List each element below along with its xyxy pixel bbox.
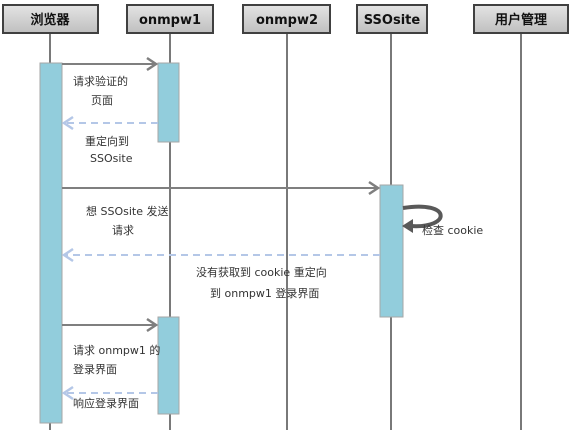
arrowhead-icon bbox=[61, 385, 74, 401]
message-request-ssosite: 想 SSOsite 发送 请求 bbox=[62, 180, 381, 237]
message-respond-login-page: 响应登录界面 bbox=[61, 385, 158, 410]
message-label: 请求 onmpw1 的 bbox=[73, 343, 160, 357]
message-label: 响应登录界面 bbox=[73, 396, 139, 410]
arrowhead-icon bbox=[402, 219, 413, 233]
participant-label: 用户管理 bbox=[494, 12, 547, 28]
activation-onmpw1-first bbox=[157, 62, 180, 143]
arrowhead-icon bbox=[146, 317, 159, 333]
message-redirect-login: 没有获取到 cookie 重定向 到 onmpw1 登录界面 bbox=[61, 247, 380, 300]
participant-box bbox=[356, 4, 428, 34]
participant-label: 浏览器 bbox=[30, 12, 70, 28]
participant-browser: 浏览器 bbox=[2, 4, 99, 34]
arrowhead-icon bbox=[368, 180, 381, 196]
participant-box bbox=[2, 4, 99, 34]
message-request-page: 请求验证的 页面 bbox=[62, 56, 159, 107]
participant-box bbox=[473, 4, 569, 34]
participant-box bbox=[126, 4, 214, 34]
participant-headers: 浏览器 onmpw1 onmpw2 SSOsite 用户管理 bbox=[2, 4, 569, 34]
participant-onmpw1: onmpw1 bbox=[126, 4, 214, 34]
arrowhead-icon bbox=[146, 56, 159, 72]
message-label: 没有获取到 cookie 重定向 bbox=[196, 265, 327, 279]
activation-ssosite bbox=[379, 184, 404, 318]
message-label: 登录界面 bbox=[73, 362, 117, 376]
arrowhead-icon bbox=[61, 247, 74, 263]
message-label: 到 onmpw1 登录界面 bbox=[210, 286, 319, 300]
message-label: 想 SSOsite 发送 bbox=[86, 204, 168, 218]
self-loop-arrow bbox=[402, 204, 443, 229]
message-request-login-page: 请求 onmpw1 的 登录界面 bbox=[62, 317, 160, 376]
message-label: 页面 bbox=[91, 94, 113, 107]
participant-ssosite: SSOsite bbox=[356, 4, 428, 34]
participant-label: onmpw2 bbox=[256, 13, 318, 28]
message-label: 检查 cookie bbox=[422, 223, 483, 237]
participant-user-management: 用户管理 bbox=[473, 4, 569, 34]
participant-onmpw2: onmpw2 bbox=[242, 4, 331, 34]
participant-box bbox=[242, 4, 331, 34]
activation-browser bbox=[39, 62, 63, 424]
arrowhead-icon bbox=[61, 115, 74, 131]
message-label: SSOsite bbox=[90, 152, 133, 165]
participant-label: onmpw1 bbox=[139, 13, 201, 28]
activation-onmpw1-second bbox=[157, 316, 180, 415]
message-redirect-ssosite: 重定向到 SSOsite bbox=[61, 115, 158, 165]
message-label: 请求验证的 bbox=[73, 74, 128, 88]
message-label: 请求 bbox=[112, 224, 134, 237]
participant-label: SSOsite bbox=[364, 13, 421, 28]
message-label: 重定向到 bbox=[85, 134, 129, 148]
message-check-cookie: 检查 cookie bbox=[402, 204, 483, 237]
activation-bars bbox=[39, 62, 404, 424]
